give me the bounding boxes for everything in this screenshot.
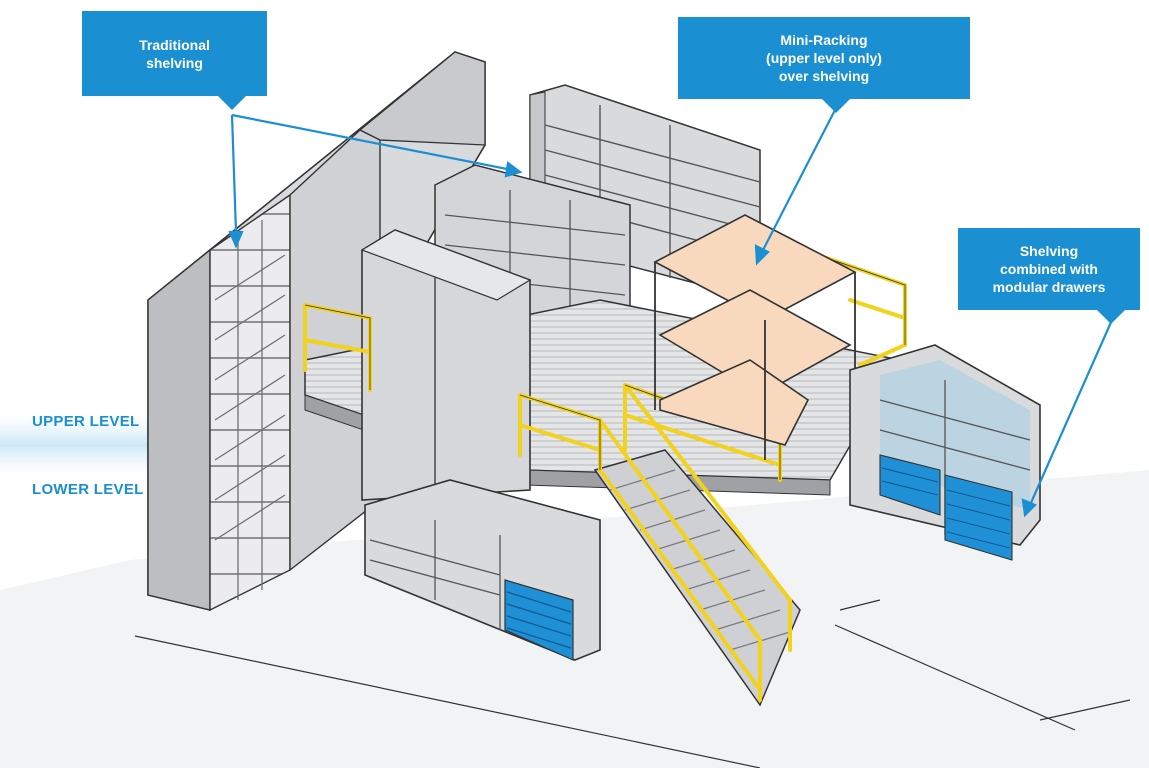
callout-drawers-line1: Shelving (1019, 243, 1079, 259)
callout-drawers-line2: combined with (999, 261, 1098, 277)
lower-level-label: LOWER LEVEL (32, 481, 144, 498)
callout-traditional-line1: Traditional (139, 36, 210, 53)
callout-drawers-tail (1097, 310, 1125, 324)
callout-mini-racking-line1: Mini-Racking (780, 32, 868, 48)
tall-cabinet (360, 229, 532, 501)
callout-traditional-shelving: Traditional shelving (82, 11, 267, 96)
traditional-shelving-left (147, 51, 486, 612)
upper-level-label: UPPER LEVEL (32, 413, 140, 430)
callout-mini-racking-line3: over shelving (778, 68, 870, 84)
callout-mini-racking-tail (822, 99, 850, 113)
callout-mini-racking: Mini-Racking (upper level only) over she… (678, 17, 970, 99)
callout-drawers-line3: modular drawers (992, 279, 1106, 295)
callout-pointers (228, 109, 1114, 518)
shelving-with-drawers-right (849, 344, 1041, 561)
callout-mini-racking-line2: (upper level only) (766, 50, 882, 66)
callout-traditional-tail (218, 96, 246, 110)
callout-traditional-line2: shelving (146, 54, 203, 71)
callout-shelving-drawers: Shelving combined with modular drawers (958, 228, 1140, 310)
mini-racking (653, 214, 857, 460)
lower-shelving-with-drawers (364, 479, 601, 661)
